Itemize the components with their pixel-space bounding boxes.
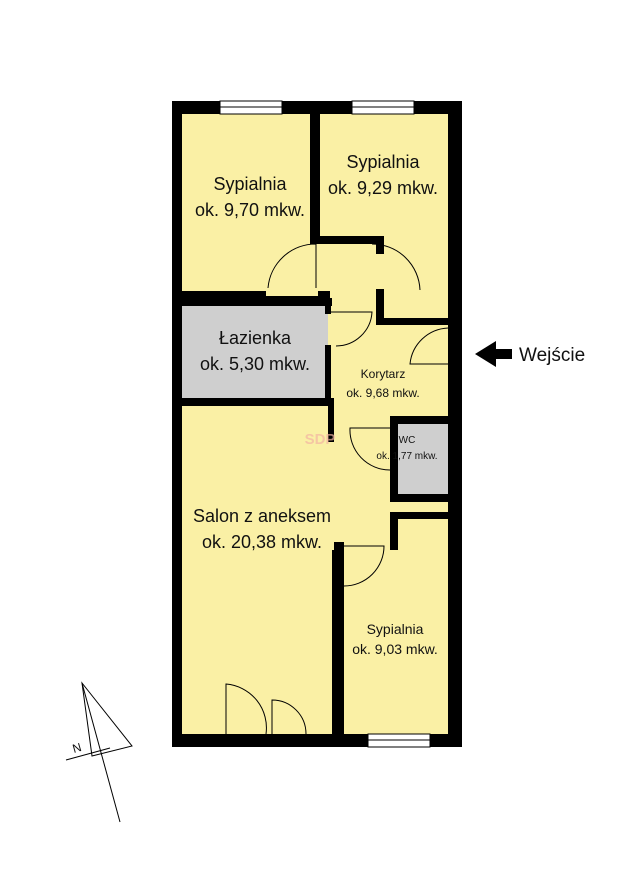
- wall-bath-right: [325, 306, 331, 314]
- wall-bedroom-s-left: [334, 542, 344, 738]
- door-bedroom-nw: [267, 243, 317, 289]
- wall-ne-bottom-a: [310, 236, 384, 244]
- room-bedroom-s: [344, 518, 448, 734]
- wc-area: ok. 1,77 mkw.: [376, 451, 437, 462]
- room-wc: [398, 424, 448, 494]
- bedroom-ne-area: ok. 9,29 mkw.: [328, 178, 438, 198]
- door-bathroom: [331, 311, 373, 347]
- wc-name: WC: [399, 435, 416, 446]
- bedroom-s-area: ok. 9,03 mkw.: [352, 641, 438, 657]
- bathroom-area: ok. 5,30 mkw.: [200, 354, 310, 374]
- arrow-left-icon: [475, 341, 512, 367]
- wall-bedrooms-divider: [310, 114, 320, 244]
- living-area: ok. 20,38 mkw.: [202, 532, 322, 552]
- north-label: N: [71, 740, 83, 756]
- room-living: [182, 406, 332, 734]
- living-name: Salon z aneksem: [193, 506, 331, 526]
- door-bedroom-ne: [371, 243, 421, 291]
- bedroom-nw-area: ok. 9,70 mkw.: [195, 200, 305, 220]
- room-bedroom-ne-ext: [376, 245, 448, 318]
- bedroom-s-name: Sypialnia: [367, 621, 424, 637]
- wall-ne-lower-horiz: [376, 318, 448, 325]
- wall-ne-lower-vert: [376, 289, 384, 325]
- wall-wc-duct: [390, 512, 448, 519]
- door-entrance: [409, 327, 449, 365]
- door-balcony-b: [271, 699, 307, 735]
- door-balcony: [225, 683, 267, 735]
- wall-duct-left: [390, 512, 398, 550]
- wall-wc-bottom: [390, 494, 448, 502]
- bedroom-nw-name: Sypialnia: [213, 174, 287, 194]
- wall-living-stub: [328, 398, 334, 442]
- watermark: SDP: [305, 431, 336, 448]
- wall-wc-left: [390, 416, 398, 502]
- wall-bath-right-lower: [325, 345, 331, 405]
- door-wc: [349, 427, 391, 471]
- room-bathroom-corridor: [328, 306, 338, 398]
- room-bathroom: [182, 306, 328, 398]
- wall-bath-top: [182, 298, 332, 306]
- bedroom-ne-name: Sypialnia: [346, 152, 420, 172]
- door-bedroom-s: [343, 545, 385, 587]
- wall-nw-bottom: [182, 291, 266, 298]
- north-arrow-icon: [65, 681, 133, 823]
- wall-wc-top: [390, 416, 448, 424]
- room-hallway-top: [266, 240, 376, 296]
- hallway-area: ok. 9,68 mkw.: [346, 386, 419, 400]
- bathroom-name: Łazienka: [219, 328, 292, 348]
- entrance-label: Wejście: [519, 345, 585, 366]
- wall-bath-bottom: [182, 398, 332, 406]
- wall-nw-bottom-b: [318, 291, 330, 298]
- hallway-name: Korytarz: [361, 367, 406, 381]
